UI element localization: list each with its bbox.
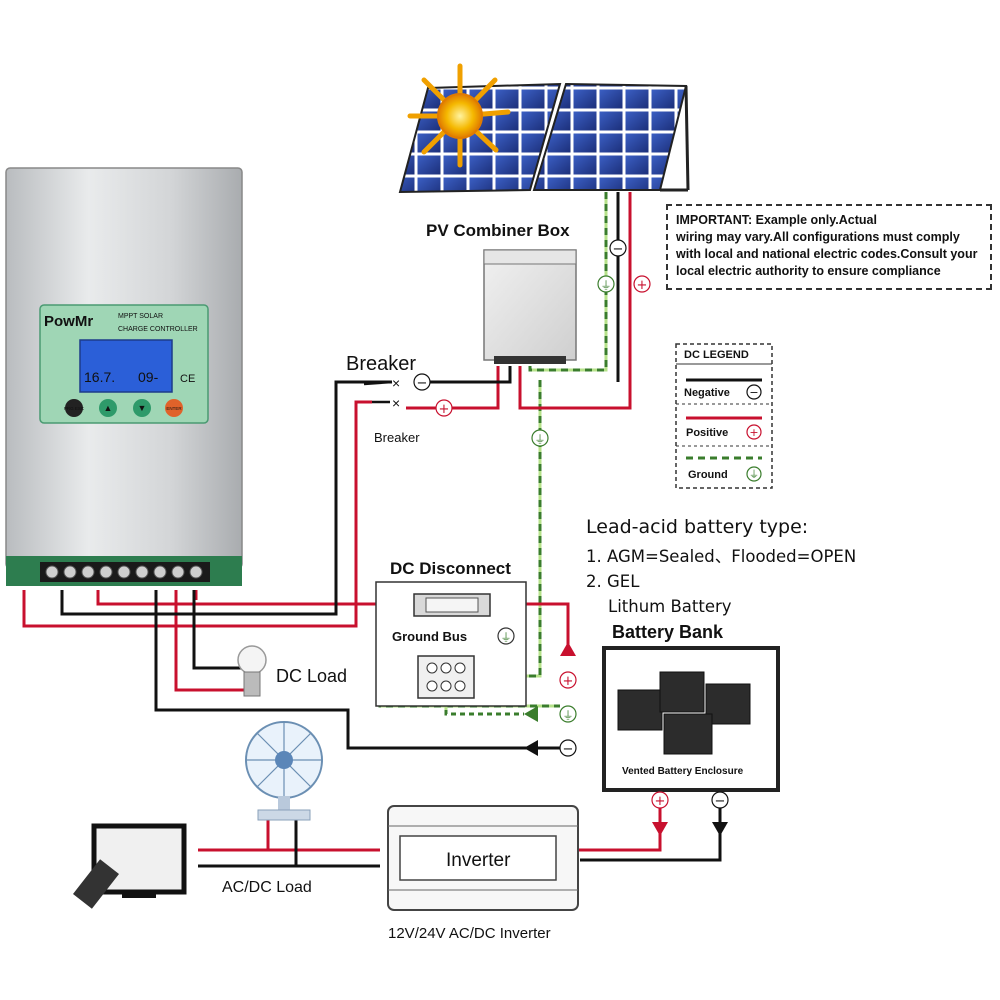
down-button[interactable]: [133, 399, 151, 417]
legend-negative: Negative: [684, 387, 730, 399]
breaker-label-top: Breaker: [346, 353, 416, 375]
ground-bus-icon: ⏚: [497, 627, 515, 645]
prg-esc-button[interactable]: [65, 399, 83, 417]
battery-type-item-2: 2. GEL: [586, 572, 640, 591]
battery-type-notes: Lead-acid battery type: 1. AGM=Sealed、Fl…: [586, 516, 856, 619]
important-notice: IMPORTANT: Example only.Actual wiring ma…: [666, 204, 992, 290]
wire-arrows: [524, 642, 728, 836]
ce-mark: CE: [180, 373, 195, 385]
combiner-ground-marker: ⏚: [531, 429, 549, 447]
ground-bus: [417, 655, 475, 699]
legend-negative-icon: −: [749, 386, 758, 399]
breaker-switches: × ×: [363, 375, 400, 411]
svg-text:−: −: [563, 742, 574, 757]
prg-esc-label: PRG ESC: [64, 406, 85, 411]
important-line-1: IMPORTANT: Example only.Actual: [676, 213, 877, 227]
controller-subtitle-2: CHARGE CONTROLLER: [118, 326, 198, 333]
battery-ground-in-marker: ⏚: [559, 705, 577, 723]
inverter-box: [387, 805, 579, 911]
pv-positive-marker: +: [633, 275, 651, 293]
inverter-label: Inverter: [446, 850, 511, 871]
legend-positive-icon: +: [749, 426, 758, 439]
vented-enclosure-label: Vented Battery Enclosure: [622, 766, 744, 777]
battery-bank-label: Battery Bank: [612, 622, 724, 642]
enter-button[interactable]: [165, 399, 183, 417]
important-line-2: wiring may vary.All configurations must …: [676, 230, 960, 244]
breaker-negative-marker: −: [413, 373, 431, 391]
legend-ground-icon: ⏚: [749, 469, 759, 481]
controller-brand: PowMr: [44, 313, 93, 330]
tv-icon: [72, 823, 187, 909]
battery-positive-marker: +: [651, 791, 669, 809]
controller-subtitle-1: MPPT SOLAR: [118, 313, 163, 320]
svg-text:⏚: ⏚: [535, 433, 546, 446]
dc-load-label: DC Load: [276, 666, 347, 686]
svg-text:+: +: [563, 674, 574, 689]
ac-dc-load-label: AC/DC Load: [222, 879, 312, 896]
svg-text:−: −: [613, 242, 624, 257]
pv-combiner-box-label: PV Combiner Box: [426, 221, 570, 240]
terminal-markers: − ⏚ + − + ⏚ + ⏚ − + −: [413, 239, 729, 809]
battery-type-title: Lead-acid battery type:: [586, 516, 809, 538]
legend-ground: Ground: [688, 469, 728, 481]
svg-text:+: +: [439, 402, 450, 417]
svg-text:+: +: [637, 278, 648, 293]
battery-type-item-3: Lithum Battery: [608, 597, 732, 616]
svg-text:⏚: ⏚: [601, 279, 612, 292]
sun-icon: [407, 63, 511, 168]
svg-text:×: ×: [392, 375, 400, 391]
pv-negative-marker: −: [609, 239, 627, 257]
svg-text:−: −: [715, 794, 726, 809]
enter-label: ENTER: [166, 406, 182, 411]
svg-text:−: −: [417, 376, 428, 391]
terminal-screws: [45, 565, 203, 579]
battery-neg-in-marker: −: [559, 739, 577, 757]
fan-icon: [245, 721, 323, 821]
controller-buttons: [65, 399, 183, 417]
battery-type-item-1: 1. AGM=Sealed、Flooded=OPEN: [586, 547, 857, 566]
svg-text:+: +: [655, 794, 666, 809]
up-button[interactable]: [99, 399, 117, 417]
battery-negative-marker: −: [711, 791, 729, 809]
pv-combiner-box: [483, 249, 577, 364]
pv-ground-marker: ⏚: [597, 275, 615, 293]
dc-legend: [675, 343, 773, 489]
legend-title: DC LEGEND: [684, 349, 749, 361]
important-line-3: with local and national electric codes.C…: [676, 247, 978, 261]
ground-bus-label: Ground Bus: [392, 629, 467, 644]
lcd-right-readout: 09-: [138, 369, 159, 385]
battery-pos-in-marker: +: [559, 671, 577, 689]
charge-controller: [5, 167, 243, 586]
svg-text:⏚: ⏚: [563, 709, 574, 722]
battery-icon: [617, 671, 751, 755]
lcd-left-readout: 16.7.: [84, 369, 115, 385]
dc-disconnect-label: DC Disconnect: [390, 559, 511, 578]
breaker-positive-marker: +: [435, 399, 453, 417]
up-label: ▲: [104, 403, 113, 413]
svg-text:×: ×: [392, 395, 400, 411]
important-line-4: local electric authority to ensure compl…: [676, 264, 941, 278]
negative-wires: [60, 192, 722, 868]
light-bulb-icon: [237, 645, 267, 697]
svg-text:⏚: ⏚: [501, 631, 512, 644]
breaker-label-bottom: Breaker: [374, 430, 420, 445]
down-label: ▼: [138, 403, 147, 413]
legend-positive: Positive: [686, 427, 728, 439]
inverter-caption: 12V/24V AC/DC Inverter: [388, 925, 551, 942]
